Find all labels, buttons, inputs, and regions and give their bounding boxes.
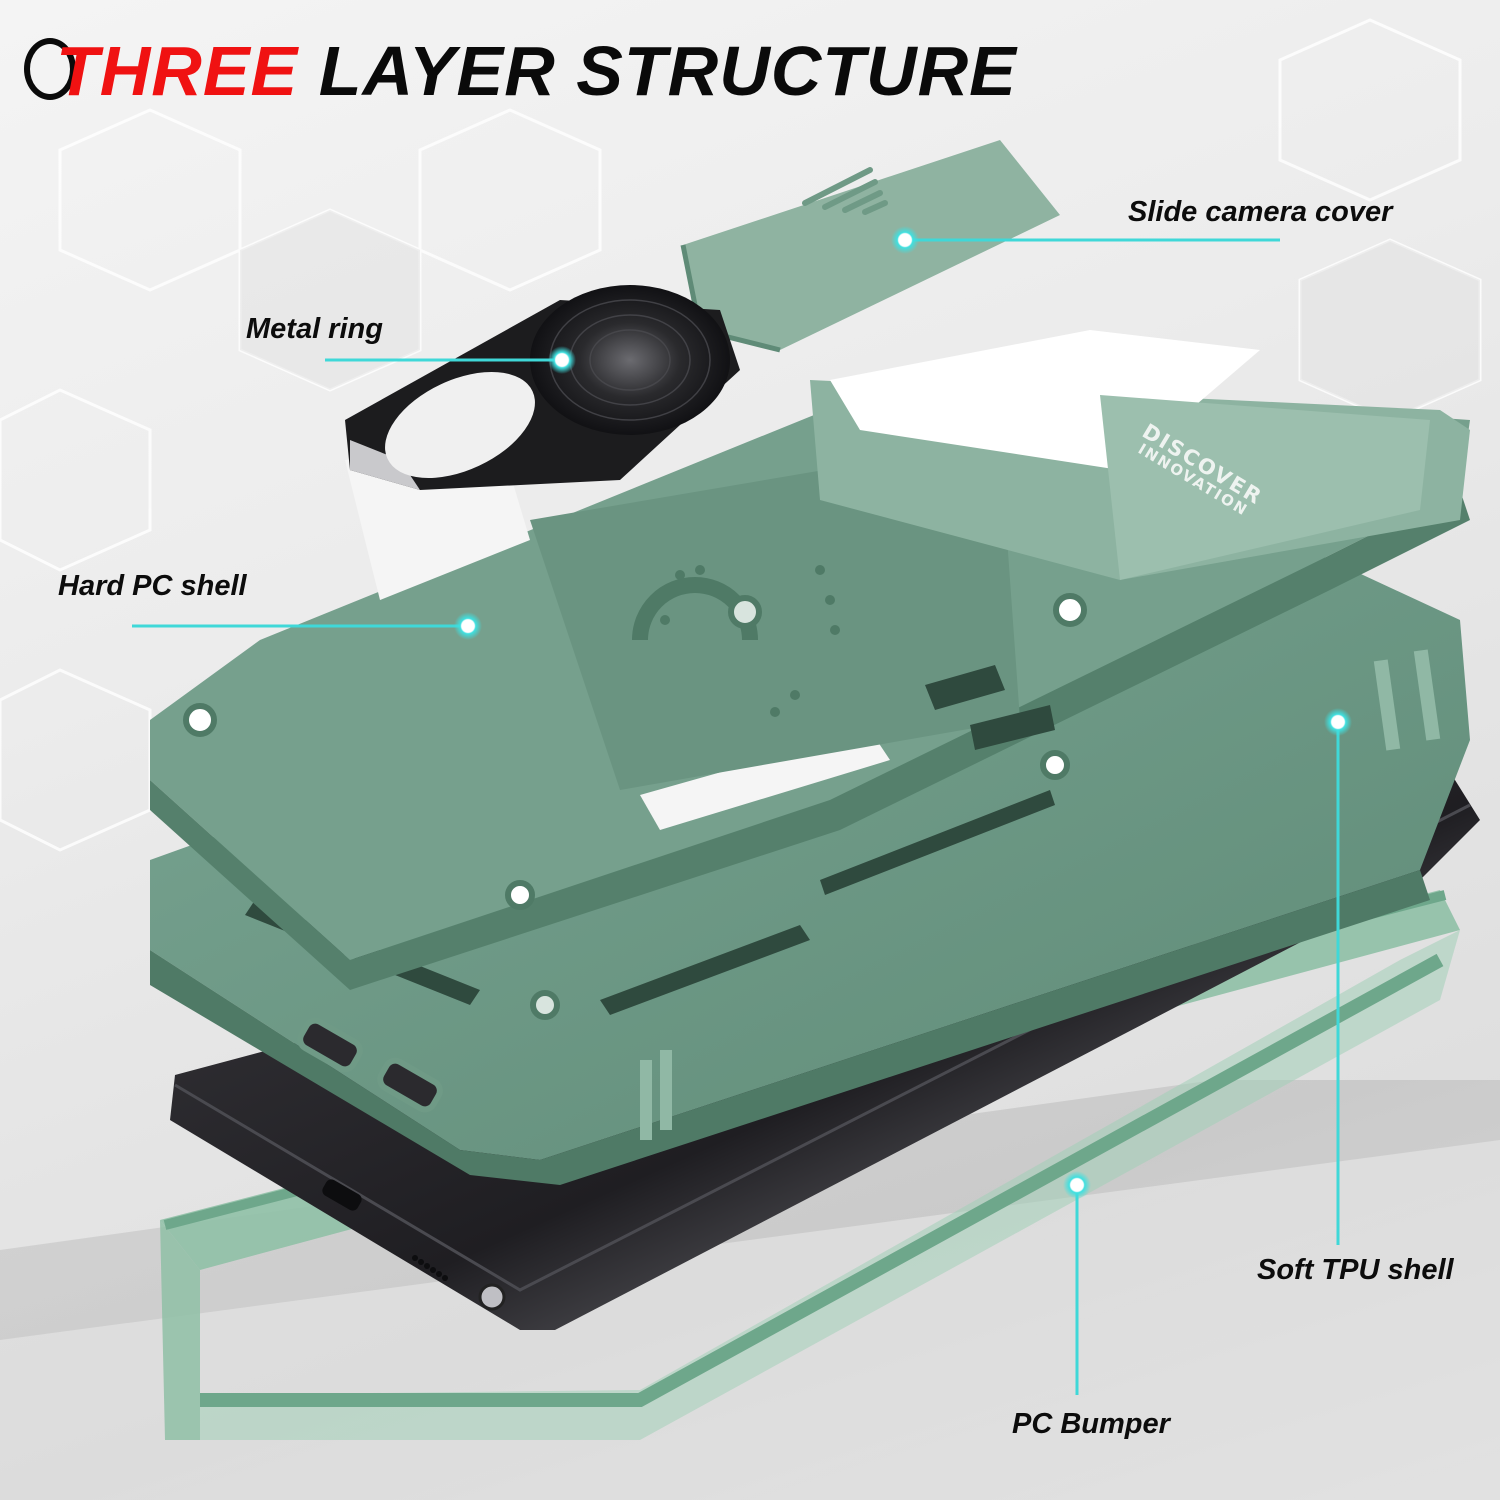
- hard-pc-shell: [150, 330, 1470, 990]
- title-highlight: THREE: [56, 32, 299, 110]
- callout-slide-camera-cover: Slide camera cover: [1128, 196, 1393, 228]
- callout-soft-tpu-shell: Soft TPU shell: [1257, 1254, 1454, 1286]
- callout-metal-ring: Metal ring: [246, 313, 383, 345]
- title-rest: LAYER STRUCTURE: [318, 32, 1017, 110]
- title-ring-icon: [24, 38, 76, 100]
- callout-lines: [132, 238, 1340, 1395]
- callout-hard-pc-shell: Hard PC shell: [58, 570, 247, 602]
- slide-camera-cover: [680, 140, 1060, 353]
- callout-dots: [454, 226, 1352, 1199]
- metal-ring: [345, 285, 740, 490]
- callout-pc-bumper: PC Bumper: [1012, 1408, 1170, 1440]
- page-title: THREE LAYER STRUCTURE: [56, 36, 1017, 106]
